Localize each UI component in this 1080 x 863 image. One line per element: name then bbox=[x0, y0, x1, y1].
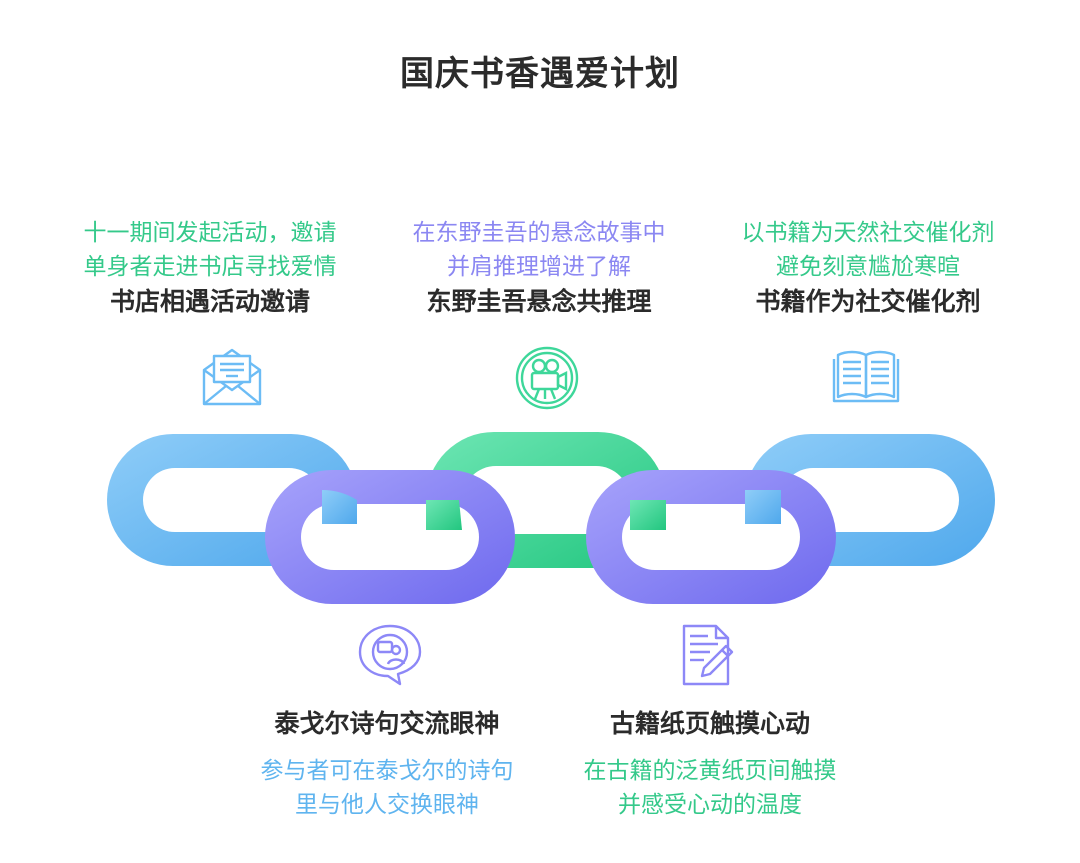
item-description: 并肩推理增进了解 bbox=[447, 254, 631, 280]
item-description: 并感受心动的温度 bbox=[618, 792, 802, 818]
item-description: 参与者可在泰戈尔的诗句 bbox=[260, 758, 514, 784]
item-heading: 东野圭吾悬念共推理 bbox=[426, 287, 652, 316]
document-pen-icon bbox=[682, 624, 734, 686]
item-heading: 书籍作为社交催化剂 bbox=[755, 287, 981, 316]
item-heading: 书店相遇活动邀请 bbox=[109, 287, 310, 316]
item-description: 在东野圭吾的悬念故事中 bbox=[412, 220, 666, 246]
film-camera-icon bbox=[515, 346, 579, 410]
chain-link-2 bbox=[265, 470, 515, 604]
chain-link-4 bbox=[586, 470, 836, 604]
item-description: 十一期间发起活动，邀请 bbox=[83, 220, 337, 246]
item-heading: 泰戈尔诗句交流眼神 bbox=[274, 709, 500, 738]
item-ancient-books: 古籍纸页触摸心动 在古籍的泛黄纸页间触摸 并感受心动的温度 bbox=[545, 706, 875, 822]
item-description: 单身者走进书店寻找爱情 bbox=[83, 254, 337, 280]
item-social-catalyst: 以书籍为天然社交催化剂 避免刻意尴尬寒暄 书籍作为社交催化剂 bbox=[718, 216, 1018, 320]
open-book-icon bbox=[832, 350, 900, 403]
item-description: 里与他人交换眼神 bbox=[295, 792, 479, 818]
page-title: 国庆书香遇爱计划 bbox=[400, 54, 680, 94]
item-tagore-poetry: 泰戈尔诗句交流眼神 参与者可在泰戈尔的诗句 里与他人交换眼神 bbox=[222, 706, 552, 822]
item-book-store-invite: 十一期间发起活动，邀请 单身者走进书店寻找爱情 书店相遇活动邀请 bbox=[60, 216, 360, 320]
chat-bubble-icon bbox=[358, 624, 422, 686]
item-description: 避免刻意尴尬寒暄 bbox=[776, 254, 960, 280]
item-heading: 古籍纸页触摸心动 bbox=[609, 709, 810, 738]
item-higashino-mystery: 在东野圭吾的悬念故事中 并肩推理增进了解 东野圭吾悬念共推理 bbox=[389, 216, 689, 320]
item-description: 以书籍为天然社交催化剂 bbox=[741, 220, 995, 246]
envelope-icon bbox=[202, 348, 262, 406]
item-description: 在古籍的泛黄纸页间触摸 bbox=[583, 758, 837, 784]
